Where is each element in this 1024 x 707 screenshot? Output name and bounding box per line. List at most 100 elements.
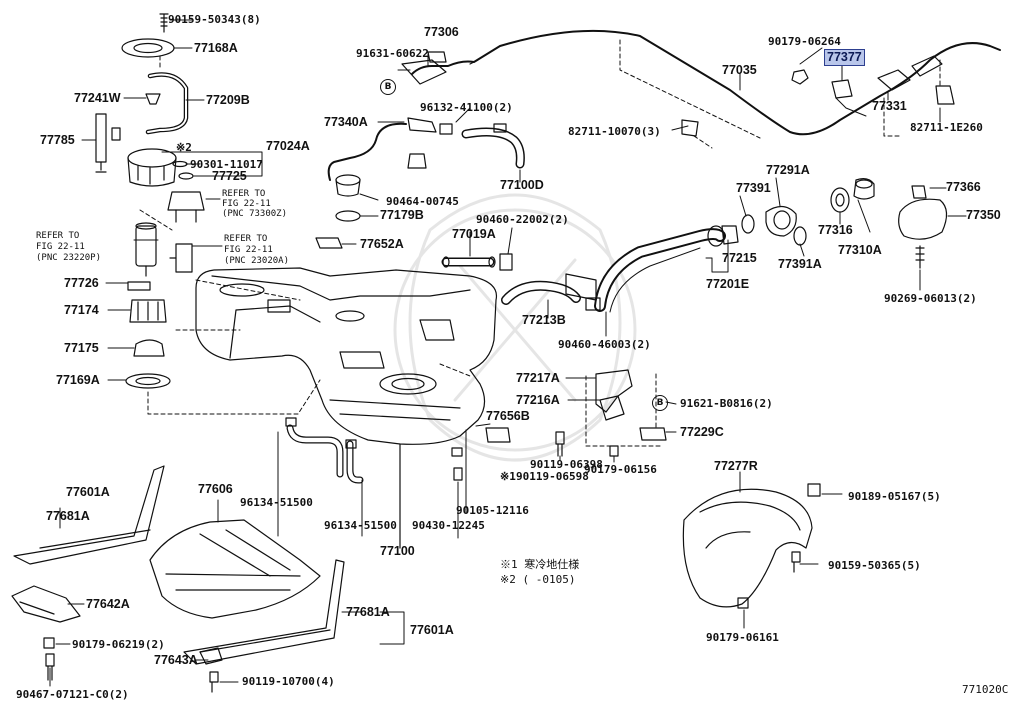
footnote-1: ※1 寒冷地仕様 [500,558,580,571]
part-label-77601a-upper: 77601A [66,485,110,499]
fuel-door [898,185,948,269]
part-label-91621-b0816: 91621-B0816(2) [680,397,773,410]
part-label-77652a: 77652A [360,237,404,251]
part-label-77642a: 77642A [86,597,130,611]
part-label-77201e: 77201E [706,277,750,291]
part-label-91631-60622: 91631-60622 [356,47,429,60]
part-label-77277r: 77277R [714,459,758,473]
part-label-77350: 77350 [966,208,1001,222]
part-label-90430-12245: 90430-12245 [412,519,485,532]
part-label-96134-51500-b: 96134-51500 [324,519,397,532]
ref-marker-b: B [380,79,396,95]
part-label-90159-50365: 90159-50365(5) [828,559,921,572]
leader-lines-left [81,19,263,381]
part-label-77331: 77331 [872,99,907,113]
part-label-82711-10070: 82711-10070(3) [568,125,661,138]
part-label-77306: 77306 [424,25,459,39]
leader-lines-bottom-left [49,499,405,687]
part-label-77310a: 77310A [838,243,882,257]
part-label-90119-06598: 90119-06598 [516,470,589,483]
part-label-77366: 77366 [946,180,981,194]
part-label-90159-50343: 90159-50343(8) [168,13,261,26]
part-label-96134-51500-a: 96134-51500 [240,496,313,509]
part-label-77377-highlighted[interactable]: 77377 [824,49,865,66]
part-label-77024a: 77024A [266,139,310,153]
part-label-90301-11017: 90301-11017 [190,158,263,171]
part-label-90119-06398: 90119-06398 [530,458,603,471]
part-label-77213b: 77213B [522,313,566,327]
part-label-77601a-lower: 77601A [410,623,454,637]
part-label-77316: 77316 [818,223,853,237]
refer-b-line2: FIG 22-11 [36,242,85,252]
filler-and-vent-tubes [315,117,875,313]
assembly-dash-cable [619,39,941,149]
refer-c-line3: (PNC 23020A) [224,256,290,266]
part-label-77656b: 77656B [486,409,530,423]
part-label-77209b: 77209B [206,93,250,107]
tank-hoses [285,417,364,484]
part-label-77681a-lower: 77681A [346,605,390,619]
part-label-77169a: 77169A [56,373,100,387]
part-label-90179-06161: 90179-06161 [706,631,779,644]
part-label-77229c: 77229C [680,425,724,439]
part-label-90179-06219: 90179-06219(2) [72,638,165,651]
leader-lines-brackets [559,377,677,463]
part-label-77726: 77726 [64,276,99,290]
part-label-77035: 77035 [722,63,757,77]
part-label-90179-06264: 90179-06264 [768,35,841,48]
part-label-77100d: 77100D [500,178,544,192]
footnote-2: ※2 ( -0105) [500,573,576,586]
refer-b-line1: REFER TO [36,231,80,241]
note-mark-1: ※1 [500,470,516,483]
part-label-77340a: 77340A [324,115,368,129]
part-label-77606: 77606 [198,482,233,496]
wheel-housing-liner [682,483,821,609]
part-label-77643a: 77643A [154,653,198,667]
assembly-dash-brackets [439,363,661,447]
part-label-90269-06013: 90269-06013(2) [884,292,977,305]
part-label-77725: 77725 [212,169,247,183]
part-label-77215: 77215 [722,251,757,265]
assembly-dash-left [139,55,321,415]
part-label-90467-07121: 90467-07121-C0(2) [16,688,129,701]
refer-c-line2: FIG 22-11 [224,245,273,255]
part-label-90460-46003: 90460-46003(2) [558,338,651,351]
note-mark-2: ※2 [176,141,192,154]
part-label-77168a: 77168A [194,41,238,55]
part-label-96132-41100: 96132-41100(2) [420,101,513,114]
part-label-77175: 77175 [64,341,99,355]
fuel-pump-module [95,13,205,389]
leader-lines-tank-bottom [277,423,491,539]
part-label-77174: 77174 [64,303,99,317]
part-label-77217a: 77217A [516,371,560,385]
ref-marker-b-2: B [652,395,668,411]
part-label-82711-1e260: 82711-1E260 [910,121,983,134]
diagram-code: 771020C [962,683,1009,696]
part-label-77391a: 77391A [778,257,822,271]
refer-b-line3: (PNC 23220P) [36,253,102,263]
part-label-77241w: 77241W [74,91,121,105]
part-label-77785: 77785 [40,133,75,147]
fuel-lid-cable [401,29,1001,137]
part-label-90179-06156: 90179-06156 [584,463,657,476]
part-label-90464-00745: 90464-00745 [386,195,459,208]
part-label-77100: 77100 [380,544,415,558]
refer-a-line1: REFER TO [222,189,266,199]
part-label-90189-05167: 90189-05167(5) [848,490,941,503]
leader-lines-upper [341,53,967,337]
part-label-90105-12116: 90105-12116 [456,504,529,517]
part-label-90119-10700: 90119-10700(4) [242,675,335,688]
refer-a-line2: FIG 22-11 [222,199,271,209]
part-label-77019a: 77019A [452,227,496,241]
fuel-tank-body [195,267,498,549]
part-label-77179b: 77179B [380,208,424,222]
leader-lines-cable [427,47,941,123]
refer-c-line1: REFER TO [224,234,268,244]
refer-a-line3: (PNC 73300Z) [222,209,288,219]
part-label-77291a: 77291A [766,163,810,177]
part-label-77391: 77391 [736,181,771,195]
part-label-77681a-upper: 77681A [46,509,90,523]
part-label-77216a: 77216A [516,393,560,407]
part-label-90460-22002: 90460-22002(2) [476,213,569,226]
